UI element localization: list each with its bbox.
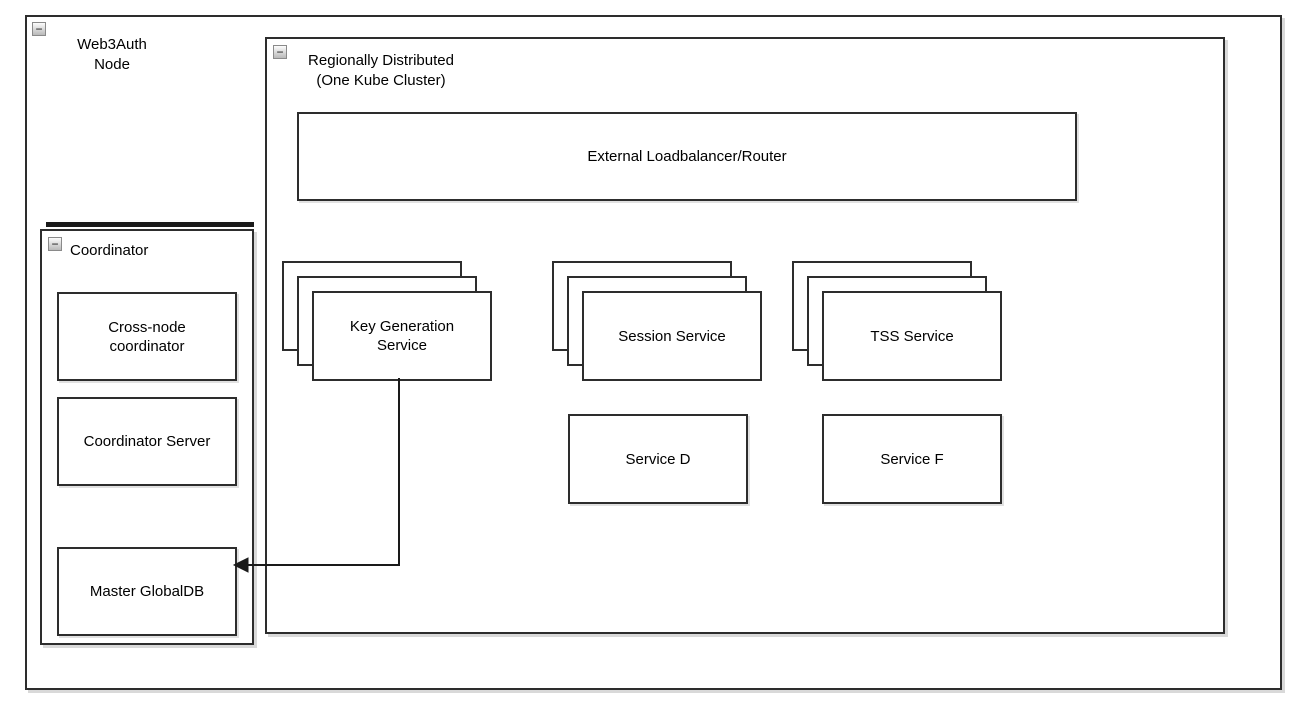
service-f-box[interactable]: Service F <box>822 414 1002 504</box>
tss-service-label: TSS Service <box>870 327 954 345</box>
web3auth-node-label: Web3Auth Node <box>77 36 147 73</box>
coordinator-container[interactable]: − Coordinator Cross-node coordinator Coo… <box>40 229 254 645</box>
service-d-box[interactable]: Service D <box>568 414 748 504</box>
minus-glyph: − <box>51 237 59 251</box>
regionally-distributed-label: Regionally Distributed (One Kube Cluster… <box>308 52 454 89</box>
collapse-icon[interactable]: − <box>48 237 62 251</box>
regionally-distributed-container[interactable]: − Regionally Distributed (One Kube Clust… <box>265 37 1225 634</box>
session-service-label: Session Service <box>618 327 726 345</box>
master-globaldb-box[interactable]: Master GlobalDB <box>57 547 237 636</box>
coordinator-server-label: Coordinator Server <box>83 433 211 450</box>
coordinator-label: Coordinator <box>70 242 149 259</box>
web3auth-node-container[interactable]: − Web3Auth Node − Coordinator Cross-node… <box>25 15 1282 690</box>
master-globaldb-label: Master GlobalDB <box>89 583 205 600</box>
service-f-label: Service F <box>880 450 944 468</box>
minus-glyph: − <box>35 22 43 36</box>
minus-glyph: − <box>276 45 284 59</box>
service-d-label: Service D <box>625 450 691 468</box>
external-loadbalancer-box[interactable]: External Loadbalancer/Router <box>297 112 1077 201</box>
coordinator-title-bar <box>46 222 254 227</box>
external-loadbalancer-label: External Loadbalancer/Router <box>587 148 787 165</box>
collapse-icon[interactable]: − <box>273 45 287 59</box>
cross-node-coordinator-label: Cross-node coordinator <box>108 318 186 355</box>
key-generation-service-label: Key Generation Service <box>349 318 455 354</box>
collapse-icon[interactable]: − <box>32 22 46 36</box>
session-service-box[interactable]: Session Service <box>582 291 762 381</box>
coordinator-server-box[interactable]: Coordinator Server <box>57 397 237 486</box>
cross-node-coordinator-box[interactable]: Cross-node coordinator <box>57 292 237 381</box>
tss-service-box[interactable]: TSS Service <box>822 291 1002 381</box>
key-generation-service-box[interactable]: Key Generation Service <box>312 291 492 381</box>
